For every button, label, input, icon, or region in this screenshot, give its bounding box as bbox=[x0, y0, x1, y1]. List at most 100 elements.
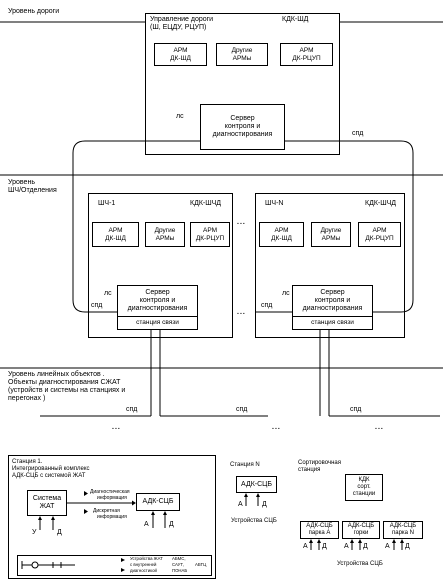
division-n-diagnostics-server: Сервер контроля и диагностирования станц… bbox=[292, 285, 373, 330]
hump-adk-box: АДК-СЦБ горки bbox=[342, 521, 380, 539]
arm-label-line-1: АРМ bbox=[108, 227, 123, 234]
station-1-title: Станция 1. bbox=[12, 459, 43, 465]
server-label-line-1: Сервер bbox=[230, 115, 255, 122]
station-n-title: Станция N bbox=[230, 462, 260, 468]
division-n-name: ШЧ-N bbox=[265, 200, 284, 207]
hump-input-d-label: Д bbox=[363, 543, 368, 550]
station-1-box bbox=[8, 455, 216, 579]
diag-info-label-1: Диагностическая bbox=[90, 489, 130, 495]
station-n-input-a-label: А bbox=[238, 501, 243, 508]
discrete-info-marker bbox=[84, 509, 88, 514]
adk-scb-label: АДК-СЦБ bbox=[241, 480, 272, 488]
sort-station-devices-label: Устройства СЦБ bbox=[337, 561, 383, 567]
discrete-info-label-1: Дискретная bbox=[93, 508, 120, 514]
arm-label-line-2: ДК-ШД bbox=[271, 234, 292, 242]
info-arrow-head bbox=[132, 500, 136, 506]
division-1-ls-label: лс bbox=[104, 290, 112, 297]
road-admin-title: Управление дороги bbox=[150, 16, 214, 23]
linear-spd-label-1: спд bbox=[126, 406, 138, 413]
park-label-line-1: АДК-СЦБ bbox=[389, 523, 417, 529]
adk-input-a-arrow bbox=[151, 511, 155, 515]
server-label-line-3: диагностирования bbox=[212, 131, 273, 138]
linear-spd-label-2: спд bbox=[236, 406, 248, 413]
server-label-line-3: диагностирования bbox=[127, 305, 188, 312]
station-n-input-a-arrow bbox=[244, 493, 248, 497]
discrete-info-label-2: информация bbox=[97, 514, 127, 520]
park-n-input-d-arrow bbox=[400, 539, 404, 543]
station-n-input-d-label: Д bbox=[262, 501, 267, 508]
server-body: Сервер контроля и диагностирования bbox=[293, 286, 372, 316]
park-a-input-d-arrow bbox=[317, 539, 321, 543]
legend-marker-1 bbox=[121, 558, 125, 562]
division-n-arm-dk-shd: АРМ ДК-ШД bbox=[259, 222, 304, 247]
ellipsis-linear-2: ... bbox=[272, 424, 281, 431]
level-label-linear-3: (устройств и системы на станциях и bbox=[8, 387, 126, 394]
level-label-linear-4: перегонах ) bbox=[8, 395, 46, 402]
arm-label-line-1: Другие bbox=[320, 227, 342, 234]
zhat-system-box: Система ЖАТ bbox=[27, 490, 67, 516]
road-spd-label: спд bbox=[352, 130, 364, 137]
server-body: Сервер контроля и диагностирования bbox=[118, 286, 197, 316]
division-1-complex-label: КДК-ШЧД bbox=[190, 200, 222, 207]
park-label-line-2: парка N bbox=[391, 530, 415, 536]
park-n-input-a-arrow bbox=[392, 539, 396, 543]
arm-label-line-2: ДК-РЦУП bbox=[195, 234, 225, 242]
division-n-complex-label: КДК-ШЧД bbox=[365, 200, 397, 207]
kdk-label-line-3: станции bbox=[352, 491, 376, 497]
diag-info-marker bbox=[84, 491, 88, 496]
level-label-linear-1: Уровень линейных объектов . bbox=[8, 371, 105, 378]
road-admin-box bbox=[145, 13, 340, 155]
park-label-line-2: парка А bbox=[308, 530, 331, 536]
park-n-input-a-label: А bbox=[385, 543, 390, 550]
park-a-input-d-label: Д bbox=[322, 543, 327, 550]
road-diagnostics-server: Сервер контроля и диагностирования bbox=[200, 104, 285, 150]
station-1-subtitle-1: Интегрированный комплекс bbox=[12, 466, 90, 472]
arm-label-line-2: ДК-ШД bbox=[105, 234, 126, 242]
server-label-line-1: Сервер bbox=[145, 289, 170, 296]
park-a-input-a-label: А bbox=[303, 543, 308, 550]
zhat-label-line-2: ЖАТ bbox=[39, 503, 55, 510]
legend-other-label: АБТЦ bbox=[195, 562, 207, 567]
diag-info-label-2: информация bbox=[97, 495, 127, 501]
server-label-line-2: контроля и bbox=[139, 297, 176, 304]
division-1-arm-dk-rcup: АРМ ДК-РЦУП bbox=[190, 222, 230, 247]
arm-label-line-1: АРМ bbox=[299, 47, 314, 54]
park-label-line-1: АДК-СЦБ bbox=[306, 523, 333, 529]
road-admin-complex-label: КДК-ШД bbox=[282, 16, 309, 23]
road-arm-dk-shd: АРМ ДК-ШД bbox=[154, 43, 207, 66]
adk-scb-label: АДК-СЦБ bbox=[142, 498, 174, 505]
linear-spd-label-3: спд bbox=[350, 406, 362, 413]
sort-station-title-2: станция bbox=[298, 467, 321, 473]
arm-label-line-2: ДК-РЦУП bbox=[292, 54, 321, 62]
park-n-adk-box: АДК-СЦБ парка N bbox=[383, 521, 423, 539]
arm-label-line-2: АРМы bbox=[155, 234, 175, 242]
park-a-input-a-arrow bbox=[309, 539, 313, 543]
station-n-input-d-arrow bbox=[256, 493, 260, 497]
road-arm-other: Другие АРМы bbox=[216, 43, 268, 66]
sort-station-kdk-box: КДК сорт. станции bbox=[345, 474, 383, 501]
legend-devices-line-3: диагностикой bbox=[130, 568, 157, 573]
arm-label-line-2: ДК-ШД bbox=[170, 54, 191, 62]
legend-marker-2 bbox=[121, 568, 125, 572]
sort-station-title-1: Сортировочная bbox=[298, 460, 341, 466]
division-1-box bbox=[88, 193, 233, 338]
park-label-line-2: горки bbox=[353, 530, 369, 536]
arm-label-line-2: АРМы bbox=[321, 234, 341, 242]
server-label-line-3: диагностирования bbox=[302, 305, 363, 312]
legend-systems-line-3: ПОНАБ bbox=[172, 568, 188, 573]
ellipsis-divisions-top: ... bbox=[237, 219, 246, 226]
legend-devices-line-2: с внутренней bbox=[130, 562, 157, 567]
division-1-spd-label: спд bbox=[91, 302, 103, 309]
division-1-diagnostics-server: Сервер контроля и диагностирования станц… bbox=[117, 285, 198, 330]
arm-label-line-1: АРМ bbox=[202, 227, 217, 234]
hump-input-a-label: А bbox=[344, 543, 349, 550]
division-n-spd-label: спд bbox=[261, 302, 273, 309]
park-label-line-1: АДК-СЦБ bbox=[347, 523, 375, 529]
division-1-arm-dk-shd: АРМ ДК-ШД bbox=[92, 222, 139, 247]
legend-box bbox=[17, 555, 212, 576]
ellipsis-linear-1: ... bbox=[112, 424, 121, 431]
level-label-road: Уровень дороги bbox=[8, 8, 60, 15]
division-n-box bbox=[255, 193, 405, 338]
division-n-arm-dk-rcup: АРМ ДК-РЦУП bbox=[358, 222, 401, 247]
